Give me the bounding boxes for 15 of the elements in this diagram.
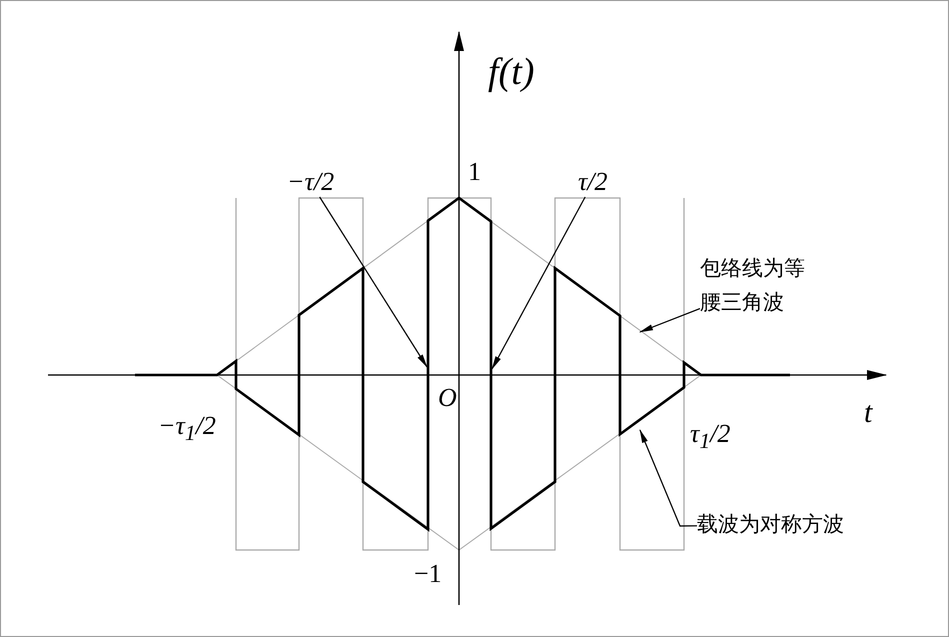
callout-text: τ/2: [578, 168, 608, 197]
callout-text: 包络线为等腰三角波: [700, 252, 818, 320]
origin-label: O: [438, 384, 457, 413]
leader-arrow: [319, 196, 428, 368]
tick-label: 1: [468, 158, 481, 187]
tick-label: −τ$_{1}$/2: [158, 412, 216, 446]
tick-label: τ$_{1}$/2: [690, 420, 730, 454]
leader-arrow: [491, 196, 586, 370]
axis-label: f(t): [488, 52, 534, 94]
callout-text: 载波为对称方波: [697, 508, 844, 542]
leader-arrow: [639, 429, 697, 527]
callout-text: −τ/2: [287, 168, 334, 197]
tick-label: −1: [414, 560, 442, 589]
axis-label: t: [864, 396, 872, 429]
leader-arrow: [639, 308, 700, 333]
